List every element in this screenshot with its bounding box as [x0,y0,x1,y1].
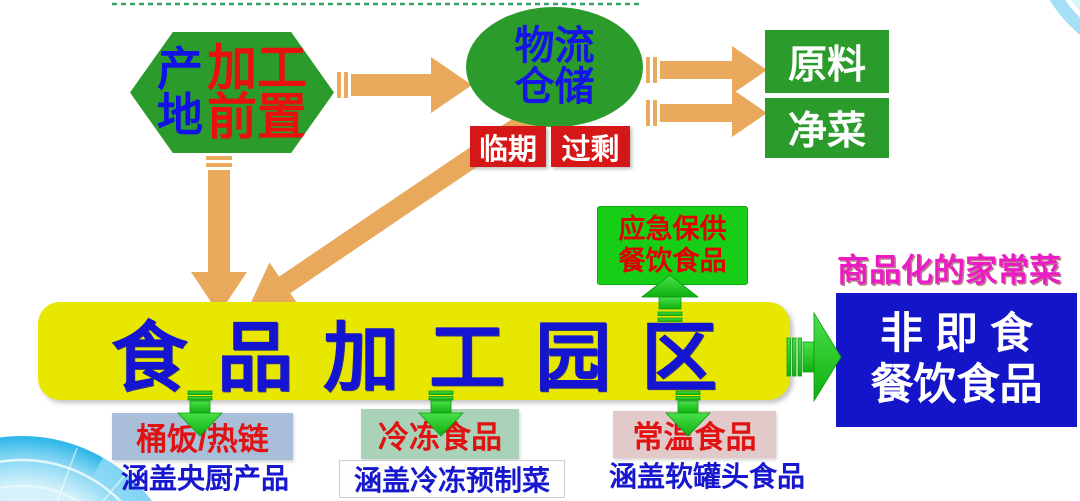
emergency-supply-box: 应急保供 餐饮食品 [597,206,748,285]
raw-material-box: 原料 [765,30,889,93]
preprocess-label: 加工 前置 [207,39,307,145]
food-processing-park-bar: 食品加工园区 [38,302,790,401]
arrow-logistics-to-raw-material [646,46,767,94]
arrow-logistics-to-clean-vegetable [646,89,767,137]
ambient-food-caption: 涵盖软罐头食品 [608,461,805,492]
frozen-food-caption-box: 涵盖冷冻预制菜 [339,460,565,498]
bucket-hot-chain-caption: 涵盖央厨产品 [120,462,289,494]
arrow-origin-to-logistics [337,57,472,113]
bucket-hot-chain-box: 桶饭/热链 [112,413,293,460]
corner-arc-decoration [1049,0,1080,35]
arrow-origin-to-park [191,156,247,314]
origin-preprocess-hexagon: 产 地 加工 前置 [130,32,334,153]
ambient-food-box: 常温食品 [613,411,776,458]
clean-vegetable-box: 净菜 [765,98,889,158]
frozen-food-box: 冷冻食品 [361,409,519,459]
logistics-warehouse-ellipse: 物流 仓储 [466,7,643,127]
arrow-park-to-non-instant [786,311,842,403]
surplus-badge: 过剩 [551,126,630,167]
near-expiry-badge: 临期 [470,126,546,167]
non-instant-food-box: 非 即 食 餐饮食品 [836,293,1077,427]
origin-label: 产 地 [157,43,203,141]
commercialized-home-dish-note: 商品化的家常菜 [836,252,1061,288]
